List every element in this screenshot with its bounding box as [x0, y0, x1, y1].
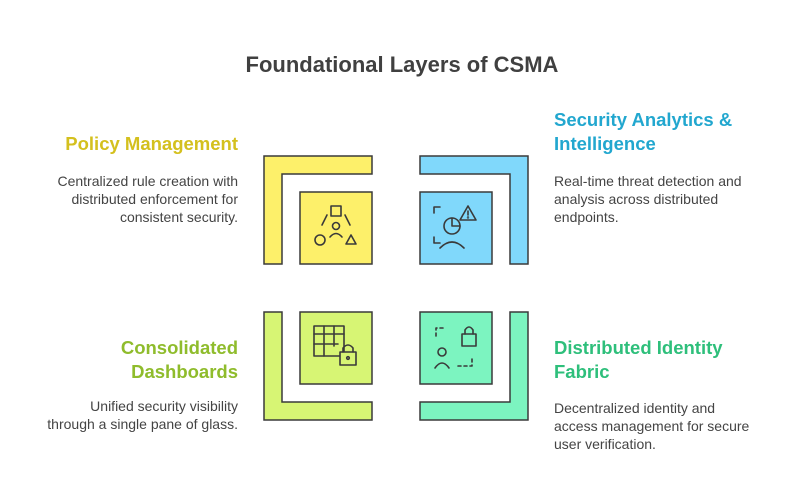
grid-lock-icon — [313, 325, 357, 366]
identity-description: Decentralized identity and access manage… — [554, 399, 794, 453]
analytics-description: Real-time threat detection and analysis … — [554, 172, 794, 226]
dashboards-description: Unified security visibility through a si… — [20, 397, 238, 433]
identity-heading: Distributed Identity Fabric — [554, 336, 794, 384]
desc-line: Centralized rule creation with — [57, 173, 238, 189]
desc-line: Real-time threat detection and — [554, 173, 742, 189]
desc-line: through a single pane of glass. — [47, 416, 238, 432]
analytics-tile — [419, 191, 493, 265]
dashboards-heading: Consolidated Dashboards — [20, 336, 238, 384]
desc-line: user verification. — [554, 436, 656, 452]
analytics-heading: Security Analytics & Intelligence — [554, 108, 794, 156]
desc-line: Decentralized identity and — [554, 400, 716, 416]
policy-tile — [299, 191, 373, 265]
desc-line: Unified security visibility — [90, 398, 238, 414]
desc-line: analysis across distributed — [554, 191, 719, 207]
heading-line: Fabric — [554, 361, 610, 382]
dashboards-tile — [299, 311, 373, 385]
heading-line: Security Analytics & — [554, 109, 733, 130]
policy-description: Centralized rule creation with distribut… — [20, 172, 238, 226]
identity-tile — [419, 311, 493, 385]
heading-line: Dashboards — [131, 361, 238, 382]
analytics-frame — [419, 155, 529, 265]
desc-line: access management for secure — [554, 418, 750, 434]
identity-lock-icon — [434, 326, 477, 369]
user-chart-warning-icon — [433, 205, 477, 249]
heading-line: Consolidated — [120, 337, 238, 358]
dashboards-frame — [263, 311, 373, 421]
heading-line: Intelligence — [554, 133, 656, 154]
policy-frame — [263, 155, 373, 265]
shapes-person-icon — [314, 205, 357, 246]
desc-line: distributed enforcement for — [71, 191, 238, 207]
heading-line: Distributed Identity — [554, 337, 723, 358]
desc-line: consistent security. — [119, 209, 238, 225]
page-title: Foundational Layers of CSMA — [245, 52, 559, 77]
identity-frame — [419, 311, 529, 421]
policy-heading: Policy Management — [65, 133, 238, 154]
desc-line: endpoints. — [554, 209, 619, 225]
